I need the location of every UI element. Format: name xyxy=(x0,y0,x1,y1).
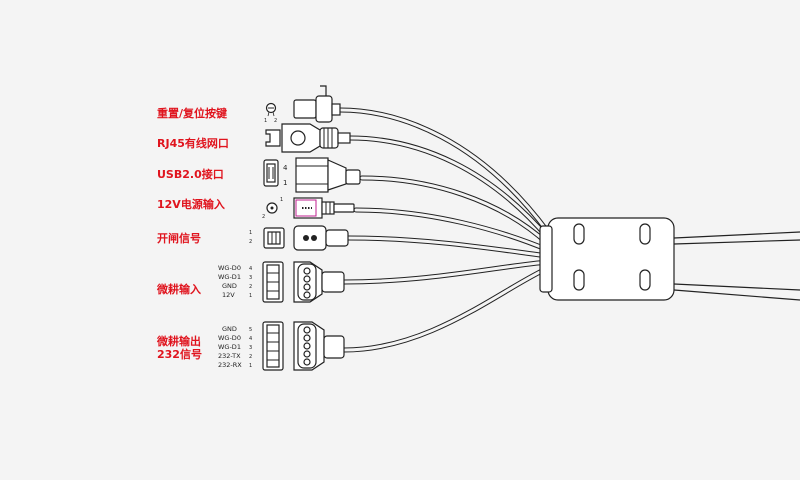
label-rj45: RJ45有线网口 xyxy=(157,136,229,150)
label-power: 12V电源输入 xyxy=(157,197,225,211)
label-usb: USB2.0接口 xyxy=(157,167,224,181)
wg-out-name-4: 232-RX xyxy=(218,361,242,369)
label-reset: 重置/复位按键 xyxy=(157,106,228,120)
wg-out-num-2: 3 xyxy=(249,345,252,351)
wg-out-name-2: WG-D1 xyxy=(218,343,241,351)
wg-in-name-1: WG-D1 xyxy=(218,273,241,281)
wiegand-out-connector: GND WG-D0 WG-D1 232-TX 232-RX 5 4 3 2 1 xyxy=(218,321,345,371)
label-wiegand-in: 微耕输入 xyxy=(156,282,201,296)
wg-out-name-3: 232-TX xyxy=(218,352,241,360)
door-signal-connector: 1 2 xyxy=(249,225,349,251)
wiegand-in-connector: WG-D0 WG-D1 GND 12V 4 3 2 1 xyxy=(218,261,345,303)
label-door: 开闸信号 xyxy=(157,231,201,245)
power-connector: 1 2 xyxy=(262,197,355,220)
usb-connector: 4 1 xyxy=(263,157,361,193)
usb-pin-4: 4 xyxy=(283,164,288,172)
wg-out-num-4: 1 xyxy=(249,363,252,369)
wg-out-num-3: 2 xyxy=(249,354,252,360)
reset-pin-1: 1 xyxy=(264,118,267,124)
label-wiegand-out-1: 微耕输出 xyxy=(156,334,201,348)
reset-pin-2: 2 xyxy=(274,118,277,124)
wg-in-name-2: GND xyxy=(222,282,237,290)
wg-out-num-1: 4 xyxy=(249,336,252,342)
door-pin-2: 2 xyxy=(249,239,252,245)
wg-out-name-1: WG-D0 xyxy=(218,334,241,342)
door-pin-1: 1 xyxy=(249,230,252,236)
wg-in-num-2: 2 xyxy=(249,284,252,290)
label-wiegand-out-2: 232信号 xyxy=(157,347,202,361)
wg-in-name-3: 12V xyxy=(222,291,235,299)
wg-in-num-3: 1 xyxy=(249,293,252,299)
reset-connector: 1 2 xyxy=(264,85,341,124)
wg-in-name-0: WG-D0 xyxy=(218,264,241,272)
power-pin-1: 1 xyxy=(280,197,283,203)
wg-in-num-0: 4 xyxy=(249,266,252,272)
wg-out-name-0: GND xyxy=(222,325,237,333)
wg-in-num-1: 3 xyxy=(249,275,252,281)
cable-bundle xyxy=(337,107,800,353)
rj45-connector xyxy=(265,123,351,153)
junction-box xyxy=(539,217,675,301)
power-pin-2: 2 xyxy=(262,214,265,220)
red-labels: 重置/复位按键 RJ45有线网口 USB2.0接口 12V电源输入 开闸信号 微… xyxy=(156,106,229,361)
usb-pin-1: 1 xyxy=(283,179,287,187)
wg-out-num-0: 5 xyxy=(249,327,252,333)
